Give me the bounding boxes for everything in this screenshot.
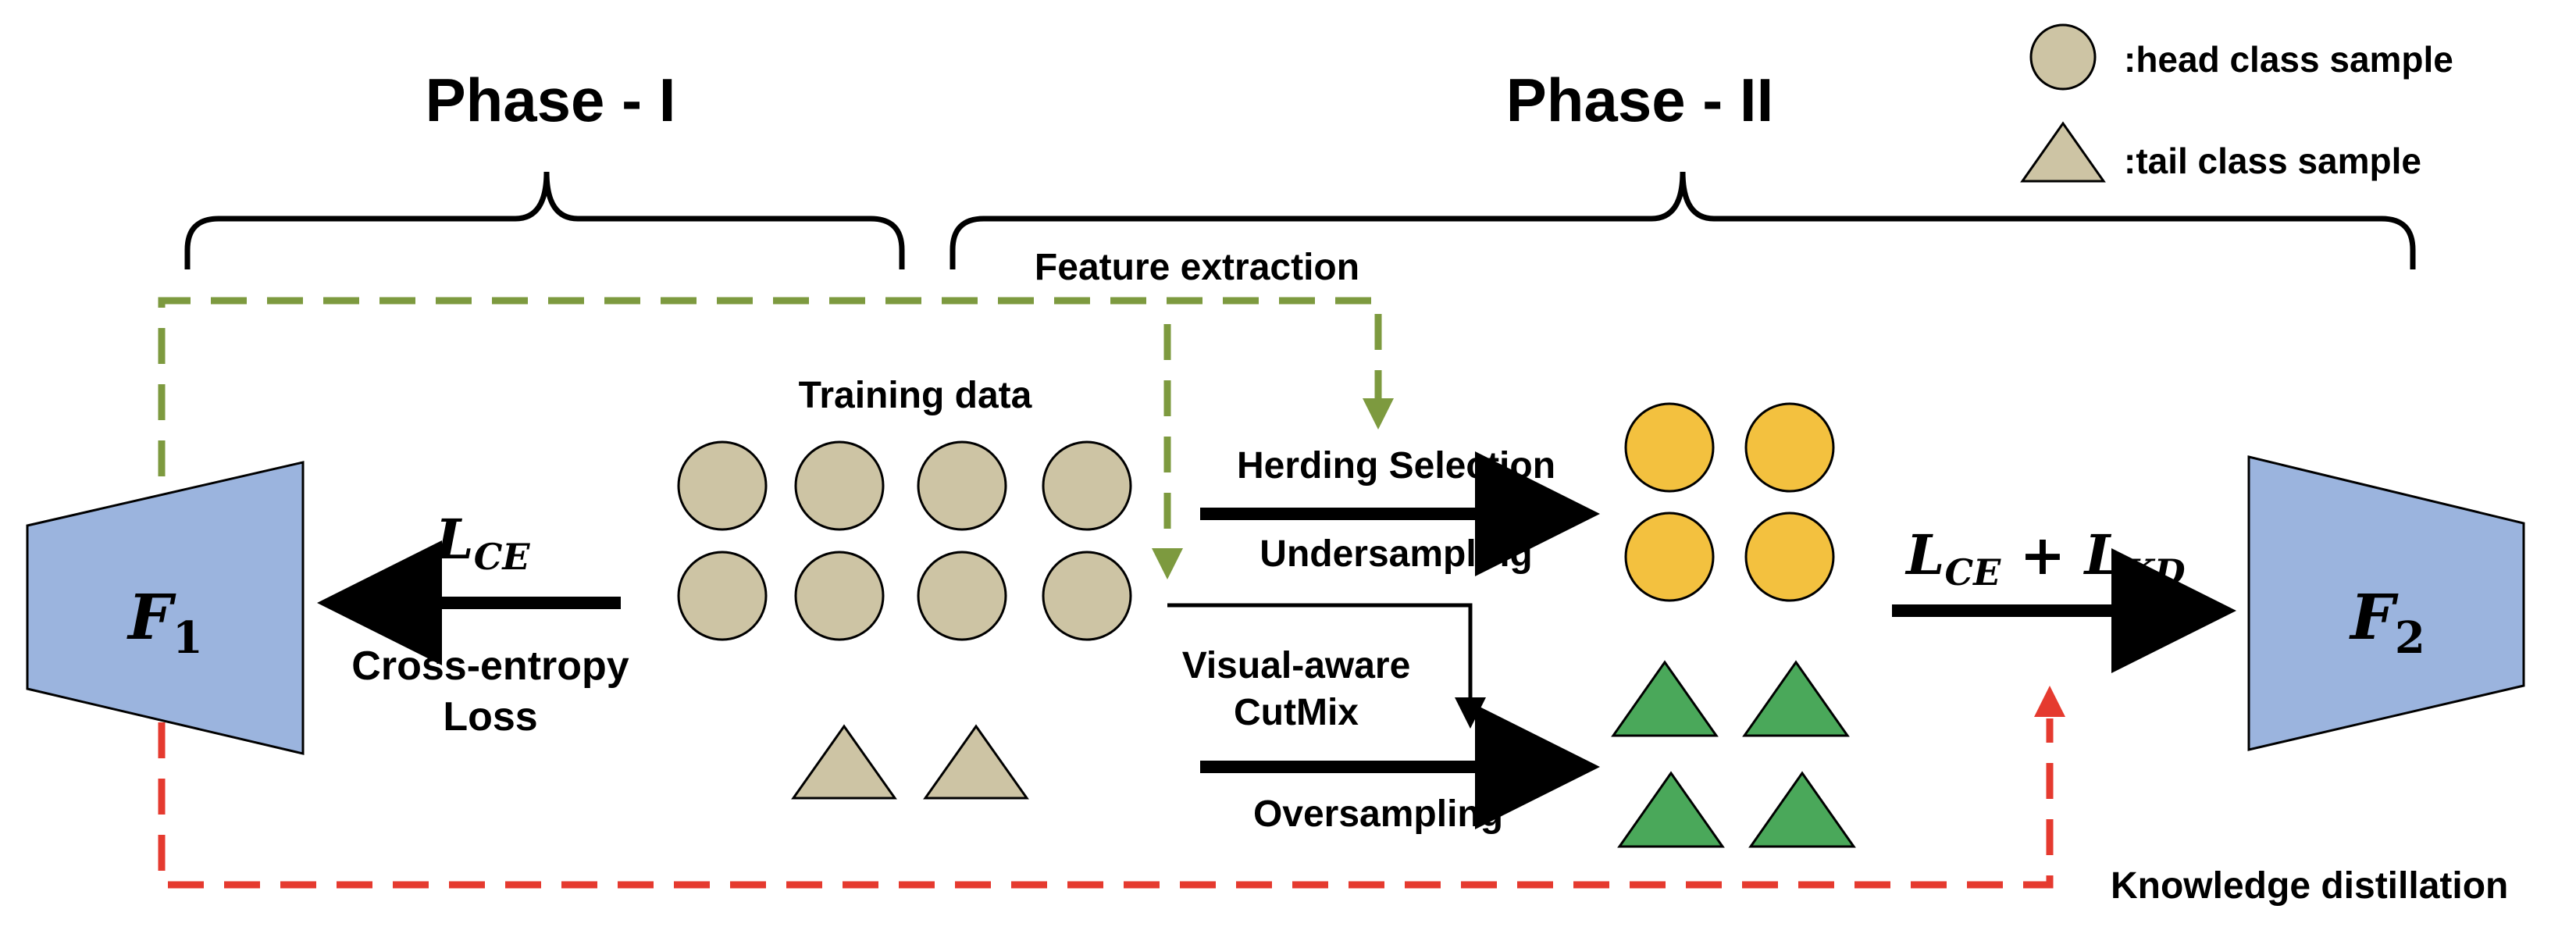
cross-entropy-label-line1: Cross-entropy xyxy=(351,643,629,689)
phase2-brace xyxy=(950,171,2416,269)
model-f1-label: F1 xyxy=(126,580,203,664)
augmented-tail-sample xyxy=(1617,771,1725,848)
head-sample xyxy=(1042,551,1132,641)
knowledge-distillation-path xyxy=(158,718,2054,889)
selected-head-sample xyxy=(1624,402,1715,493)
tail-sample xyxy=(923,724,1029,800)
visual-aware-label-line1: Visual-aware xyxy=(1182,645,1411,686)
phase1-brace xyxy=(184,171,905,269)
model-f1-trapezoid xyxy=(26,461,305,755)
feature-arrowhead-data xyxy=(1152,548,1183,579)
head-sample xyxy=(917,440,1007,531)
feature-arrowhead-selection xyxy=(1363,398,1394,430)
oversampling-label: Oversampling xyxy=(1253,793,1503,835)
augmented-tail-sample xyxy=(1611,660,1719,737)
head-sample xyxy=(794,440,885,531)
feature-extraction-path xyxy=(158,297,1382,547)
model-f2-label: F2 xyxy=(2349,580,2425,664)
loss-ce-label: LCE xyxy=(434,507,531,578)
training-data-label: Training data xyxy=(799,375,1032,416)
knowledge-distillation-label: Knowledge distillation xyxy=(2111,865,2508,907)
training-data-tail-samples xyxy=(791,724,1029,800)
cross-entropy-label-line2: Loss xyxy=(443,694,537,740)
head-sample xyxy=(677,440,768,531)
selected-head-sample xyxy=(1744,402,1835,493)
model-f1: F1 xyxy=(26,461,305,755)
head-sample xyxy=(794,551,885,641)
phase1-title: Phase - I xyxy=(426,66,676,134)
legend-tail-triangle-icon xyxy=(2020,121,2106,183)
knowledge-distillation-arrowhead xyxy=(2034,686,2065,717)
training-data-head-samples xyxy=(677,440,1132,641)
head-sample xyxy=(917,551,1007,641)
legend-tail-label: :tail class sample xyxy=(2124,141,2421,181)
selected-head-samples xyxy=(1624,402,1835,602)
herding-selection-label: Herding Selection xyxy=(1237,445,1555,487)
tail-sample xyxy=(791,724,897,800)
selected-head-sample xyxy=(1624,512,1715,602)
phase2-title: Phase - II xyxy=(1506,66,1773,134)
cutmix-elbow-arrow xyxy=(1167,603,1486,729)
legend-head-circle-icon xyxy=(2029,23,2097,91)
legend-head-label: :head class sample xyxy=(2124,39,2453,80)
head-sample xyxy=(677,551,768,641)
visual-aware-label-line2: CutMix xyxy=(1234,692,1359,733)
undersampling-label: Undersampling xyxy=(1259,533,1532,575)
augmented-tail-sample xyxy=(1748,771,1856,848)
head-sample xyxy=(1042,440,1132,531)
combined-loss-label: LCE + LKD xyxy=(1904,522,2186,594)
model-f2: F2 xyxy=(2247,455,2525,751)
selected-head-sample xyxy=(1744,512,1835,602)
augmented-tail-sample xyxy=(1742,660,1850,737)
legend: :head class sample :tail class sample xyxy=(2020,23,2453,183)
feature-extraction-label: Feature extraction xyxy=(1035,247,1359,288)
augmented-tail-samples xyxy=(1611,660,1856,848)
model-f2-trapezoid xyxy=(2247,455,2525,751)
